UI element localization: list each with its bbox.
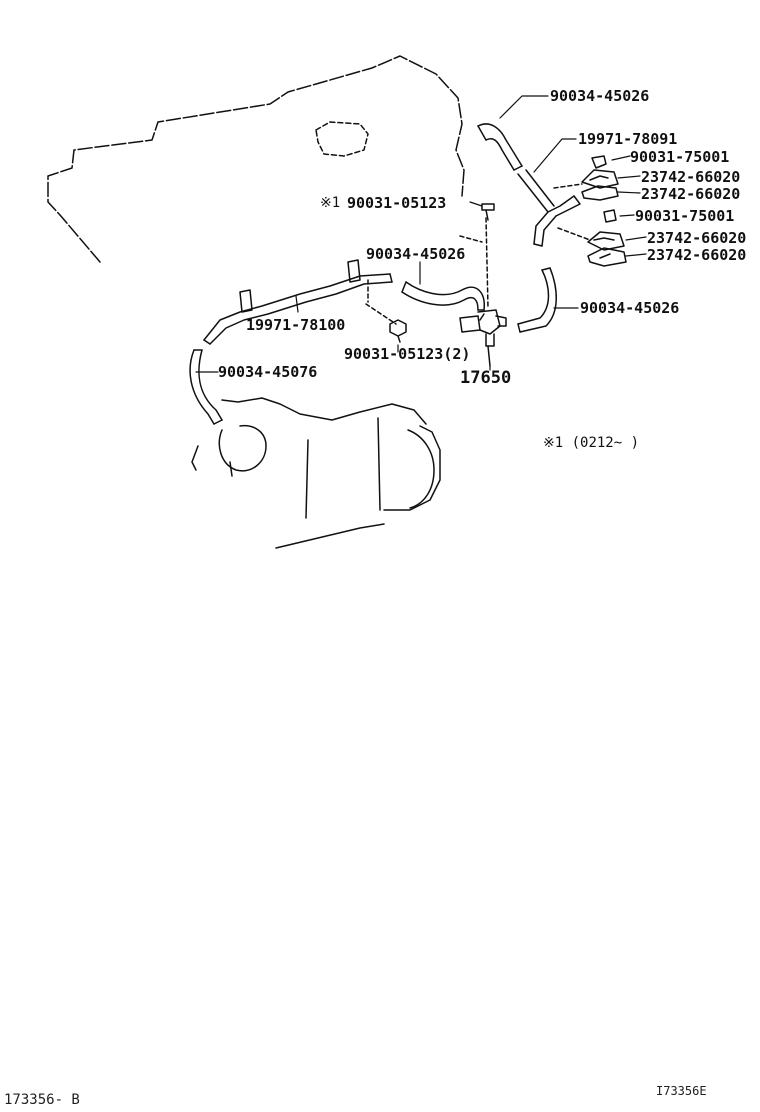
label-clamp-b2: 23742-66020	[647, 246, 747, 264]
label-bolt-top: 90031-05123	[347, 194, 447, 212]
vsv-valve	[459, 309, 507, 367]
label-bolt-top-mark: ※1	[320, 195, 341, 211]
label-hose-top: 90034-45026	[550, 87, 650, 105]
clamp-set-upper	[581, 155, 627, 267]
label-hose-left: 90034-45076	[218, 363, 318, 381]
label-clamp-b1: 23742-66020	[647, 229, 747, 247]
footer-code-right: I73356E	[656, 1084, 707, 1098]
hose-left	[189, 349, 223, 425]
leader-lines	[195, 95, 647, 373]
label-bolt-mid: 90031-05123(2)	[344, 345, 471, 363]
label-hose-right: 90034-45026	[580, 299, 680, 317]
label-pipe-lower: 19971-78100	[246, 316, 346, 334]
label-clamp-a2: 23742-66020	[641, 185, 741, 203]
footer-code-left: 173356- B	[4, 1092, 80, 1108]
pipe-upper	[517, 169, 581, 247]
bolt-mid	[389, 319, 407, 343]
hose-top	[477, 123, 523, 171]
label-hose-mid: 90034-45026	[366, 245, 466, 263]
label-pipe-upper: 19971-78091	[578, 130, 678, 148]
label-nut-lower: 90031-75001	[635, 207, 735, 225]
label-valve: 17650	[460, 368, 512, 388]
hose-mid	[401, 281, 485, 311]
hose-right	[517, 267, 557, 333]
engine-outline	[47, 55, 465, 549]
pipe-lower	[203, 259, 393, 345]
label-note: ※1 (0212~ )	[543, 435, 640, 451]
label-clamp-a1: 23742-66020	[641, 168, 741, 186]
label-nut-upper: 90031-75001	[630, 148, 730, 166]
bolt-top	[481, 203, 495, 221]
leader-dashes	[365, 183, 591, 325]
